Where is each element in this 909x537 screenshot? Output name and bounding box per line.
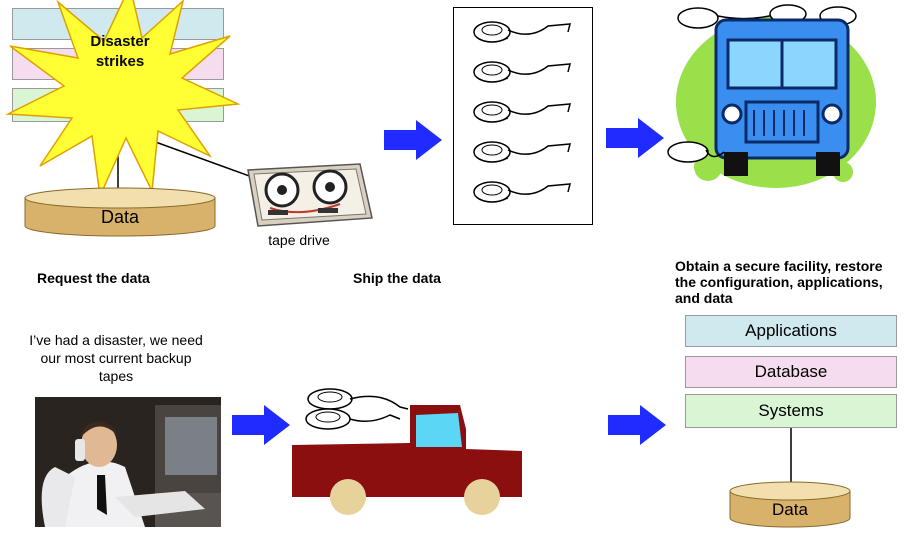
- bottom-data-label: Data: [772, 500, 808, 519]
- tape-drive-icon: [247, 163, 373, 227]
- layer-applications: Applications: [685, 315, 897, 347]
- step-restore-label: Obtain a secure facility, restore the co…: [675, 258, 883, 306]
- red-pickup-truck-icon: [292, 388, 522, 515]
- arrow-icon-bottom-2: [608, 405, 666, 445]
- disaster-label: Disaster strikes: [90, 33, 150, 70]
- top-data-label: Data: [100, 206, 140, 227]
- layer-database: Database: [685, 356, 897, 388]
- step-ship-label: Ship the data: [353, 270, 441, 286]
- tape-drive-label: tape drive: [268, 232, 330, 248]
- caller-quote: I’ve had a disaster, we need our most cu…: [29, 332, 203, 384]
- arrow-icon-top-1: [384, 120, 442, 160]
- blue-truck-icon: [667, 4, 876, 188]
- layer-systems-label: Systems: [758, 401, 824, 420]
- step-request-label: Request the data: [37, 270, 150, 286]
- layer-systems: Systems: [685, 394, 897, 428]
- arrow-icon-top-2: [606, 118, 664, 158]
- bottom-data-cylinder: [729, 481, 851, 528]
- tapes-box: [453, 7, 593, 225]
- layer-database-label: Database: [754, 362, 828, 381]
- layer-applications-label: Applications: [745, 321, 837, 340]
- top-data-cylinder: [24, 187, 216, 237]
- stack-connector: [790, 428, 792, 486]
- arrow-icon-bottom-1: [232, 405, 290, 445]
- disaster-starburst-icon: [5, 0, 241, 199]
- tapes-stack-icon: [473, 21, 571, 203]
- man-on-phone-photo: [35, 397, 221, 527]
